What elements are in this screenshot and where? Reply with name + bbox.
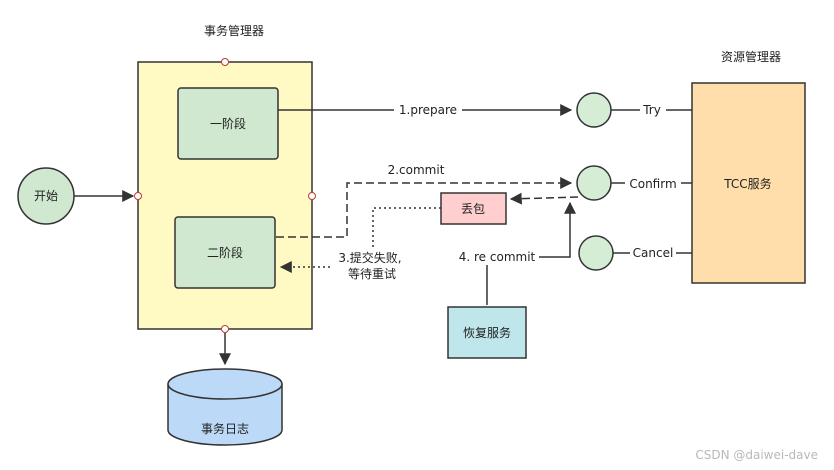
connector-dot	[221, 58, 229, 66]
recovery-service-box[interactable]	[447, 306, 527, 359]
txn-log-cylinder[interactable]	[167, 368, 283, 446]
commit-label: 2.commit	[388, 163, 445, 177]
try-label-bg	[640, 101, 666, 118]
recommit-label-bg	[455, 248, 539, 265]
lost-packet-edge	[509, 192, 579, 205]
lost-packet-label: 丢包	[461, 202, 485, 216]
cancel-label: Cancel	[633, 246, 674, 260]
connector-dot	[134, 192, 142, 200]
retry-label-line2: 等待重试	[348, 266, 396, 281]
txn-log-label: 事务日志	[201, 421, 249, 436]
phase1-label: 一阶段	[210, 116, 246, 131]
phase2-box[interactable]	[174, 216, 276, 289]
connector-dot	[221, 325, 229, 333]
tcc-service-box[interactable]	[691, 82, 806, 284]
confirm-port[interactable]	[576, 165, 612, 201]
phase2-label: 二阶段	[207, 245, 243, 260]
retry-label-bg	[332, 248, 408, 282]
txn-manager-title: 事务管理器	[204, 23, 264, 38]
retry-label-line1: 3.提交失败,	[338, 250, 401, 265]
confirm-label: Confirm	[629, 177, 676, 191]
try-port[interactable]	[576, 92, 612, 128]
phase1-box[interactable]	[177, 87, 279, 160]
lost-packet-box[interactable]	[440, 192, 507, 225]
resource-manager-title: 资源管理器	[721, 49, 781, 64]
commit-edge	[276, 177, 573, 238]
recommit-label: 4. re commit	[459, 250, 536, 264]
prepare-label: 1.prepare	[399, 103, 457, 117]
try-label: Try	[642, 103, 661, 117]
start-label: 开始	[34, 189, 58, 203]
connector-dot	[308, 192, 316, 200]
cancel-port[interactable]	[578, 235, 614, 271]
watermark: CSDN @daiwei-dave	[695, 448, 818, 462]
tcc-service-label: TCC服务	[723, 176, 771, 191]
confirm-label-bg	[625, 175, 681, 192]
cancel-label-bg	[630, 245, 676, 262]
recovery-service-label: 恢复服务	[463, 325, 511, 340]
prepare-label-bg	[394, 101, 462, 118]
